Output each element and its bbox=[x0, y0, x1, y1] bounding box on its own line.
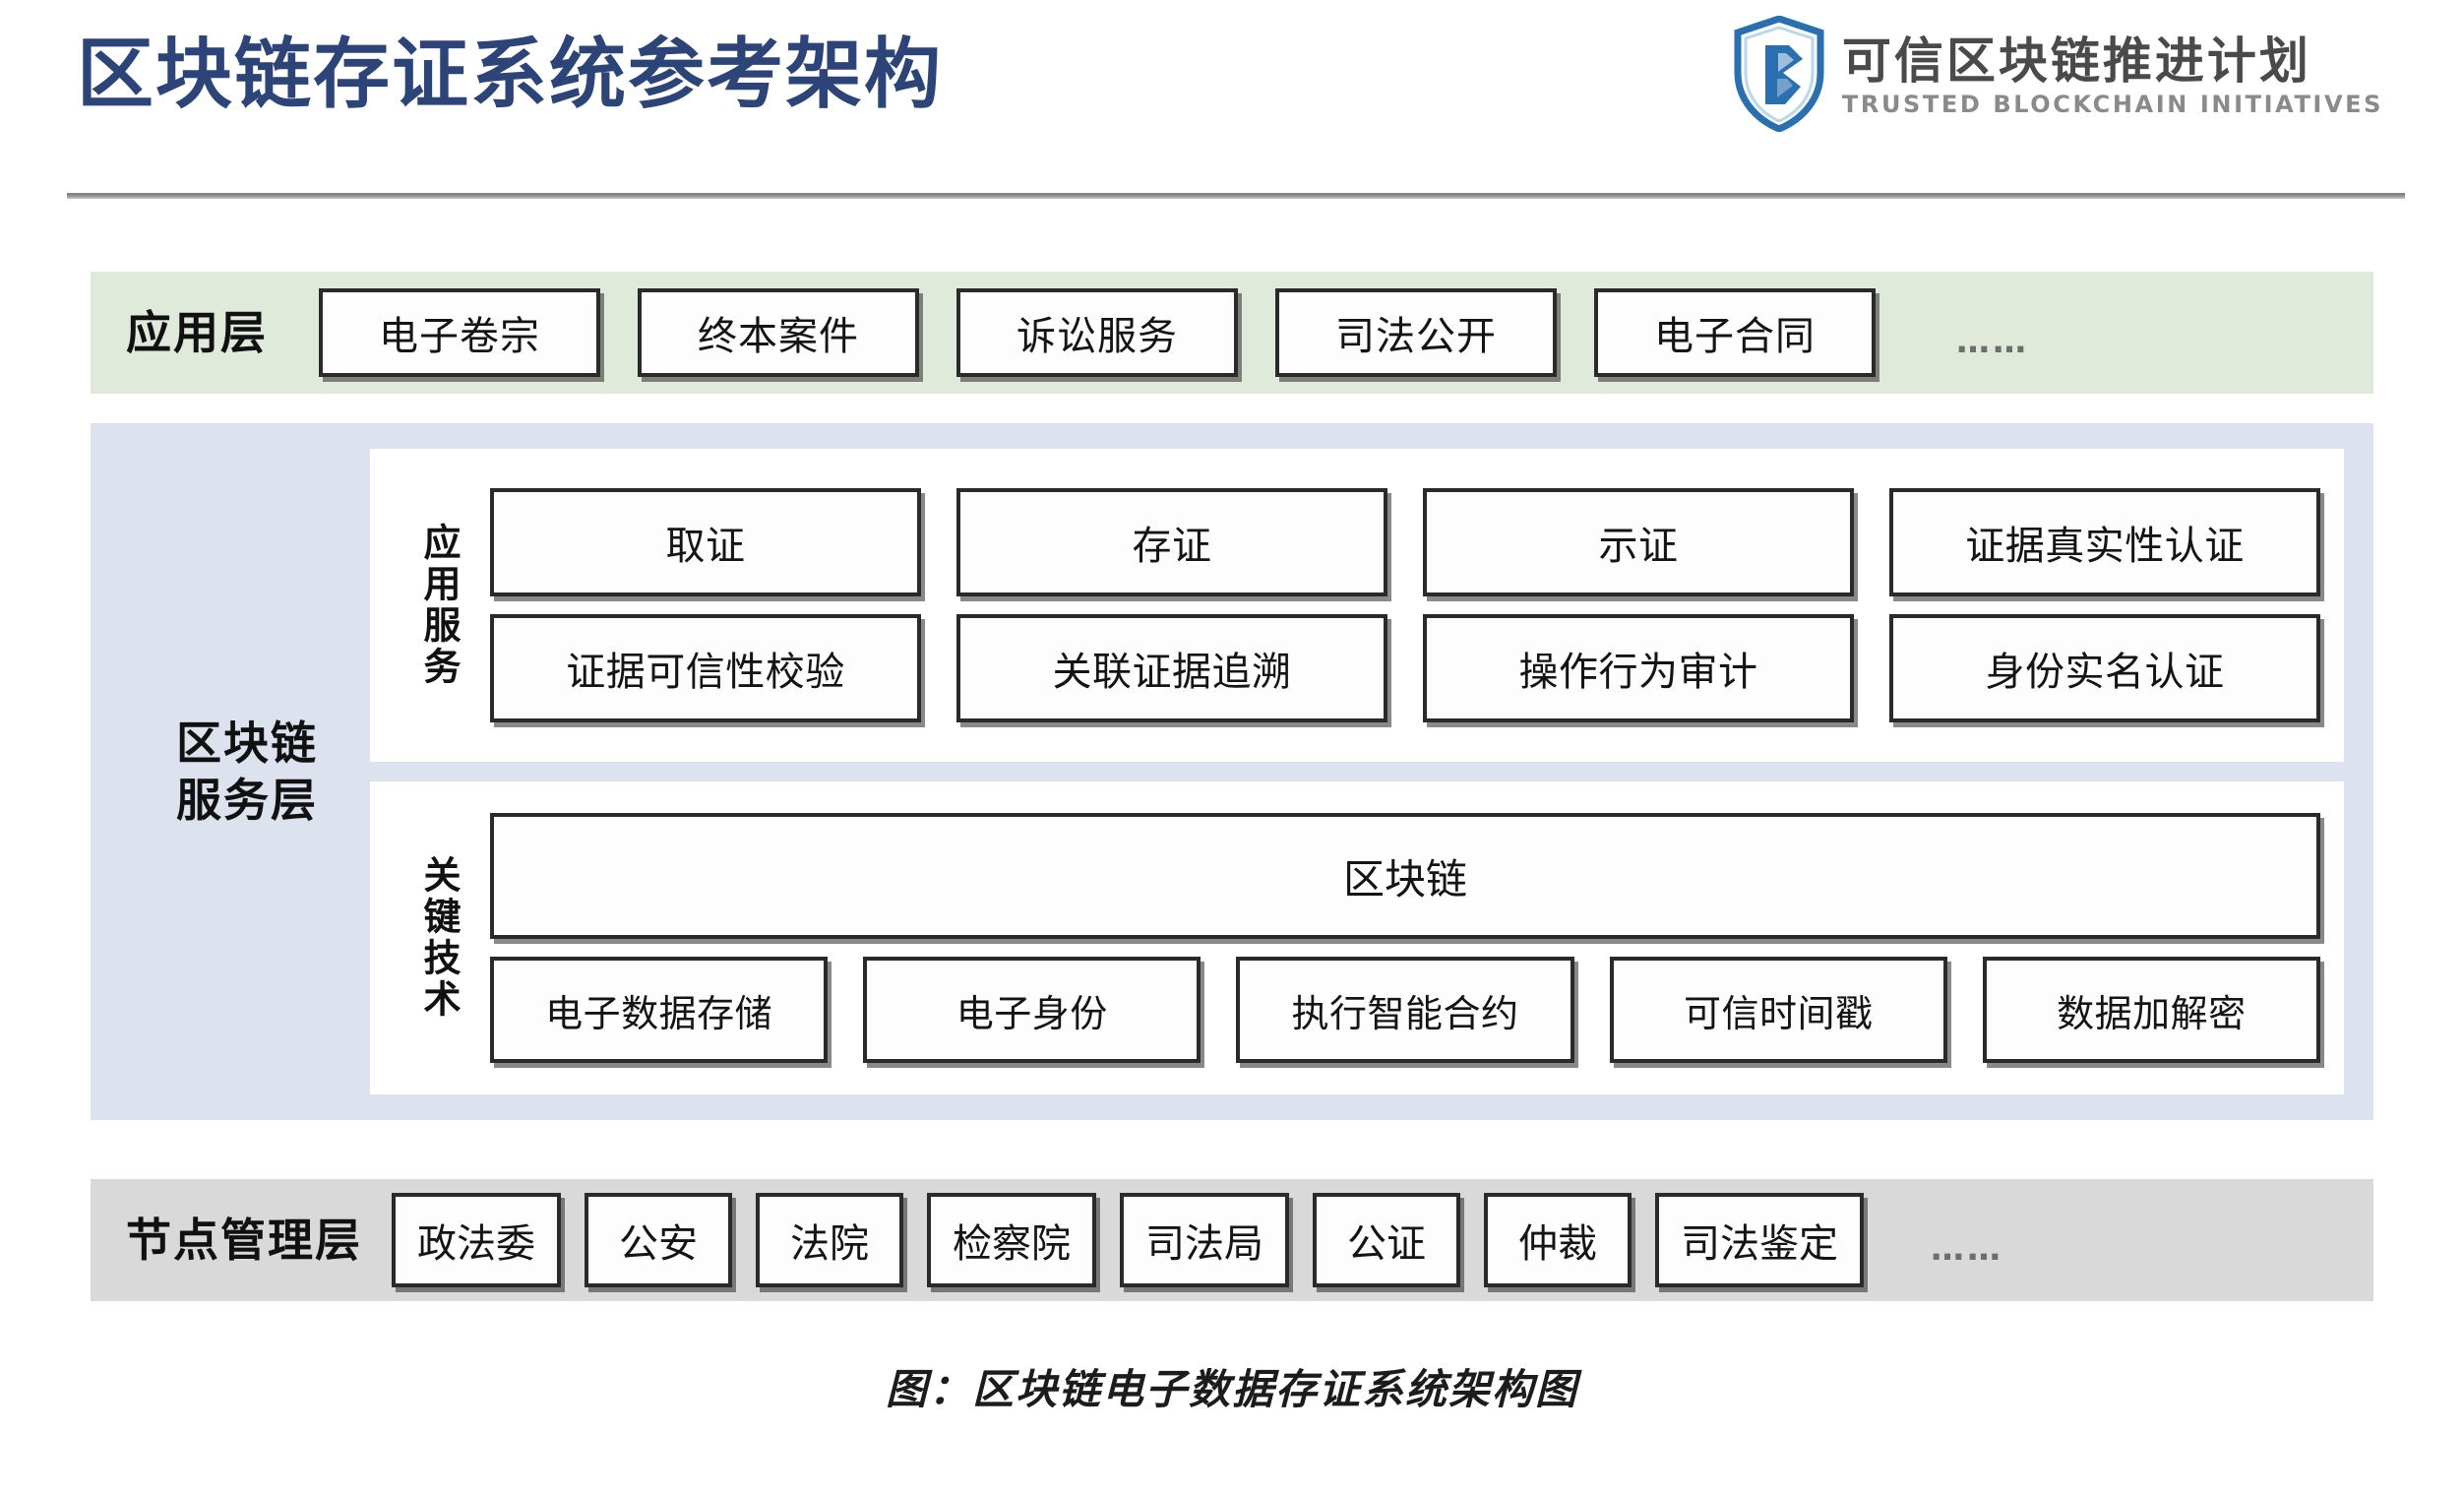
service-item-quzheng[interactable]: 取证 bbox=[490, 488, 921, 596]
node-item-sifajianding[interactable]: 司法鉴定 bbox=[1655, 1193, 1864, 1287]
brand-logo-text: 可信区块链推进计划 TRUSTED BLOCKCHAIN INITIATIVES bbox=[1842, 29, 2383, 119]
app-item-zhongbenanjian[interactable]: 终本案件 bbox=[638, 288, 919, 377]
service-item-shizheng[interactable]: 示证 bbox=[1423, 488, 1854, 596]
key-technology-row-1: 电子数据存储 电子身份 执行智能合约 可信时间戳 数据加解密 bbox=[490, 957, 2321, 1063]
brand-name-en: TRUSTED BLOCKCHAIN INITIATIVES bbox=[1841, 91, 2383, 118]
service-layer-label-text: 区块链 服务层 bbox=[176, 715, 318, 829]
service-layer-label: 区块链 服务层 bbox=[124, 449, 370, 1094]
node-management-layer-label: 节点管理层 bbox=[126, 1214, 362, 1267]
tech-item-blockchain[interactable]: 区块链 bbox=[490, 813, 2320, 939]
key-technology-body: 区块链 电子数据存储 电子身份 执行智能合约 可信时间戳 数据加解密 bbox=[490, 803, 2321, 1073]
application-services-body: 取证 存证 示证 证据真实性认证 证据可信性校验 关联证据追溯 操作行为审计 身… bbox=[490, 470, 2320, 740]
tech-item-zhixingzhinenghiyue[interactable]: 执行智能合约 bbox=[1236, 957, 1574, 1063]
node-item-jianchayuan[interactable]: 检察院 bbox=[927, 1193, 1096, 1287]
page-title: 区块链存证系统参考架构 bbox=[77, 31, 944, 119]
service-label-line2: 服务层 bbox=[176, 774, 318, 827]
service-label-line1: 区块链 bbox=[176, 717, 318, 770]
application-services-row-2: 证据可信性校验 关联证据追溯 操作行为审计 身份实名认证 bbox=[490, 614, 2320, 722]
node-item-zhengfawei[interactable]: 政法委 bbox=[392, 1193, 561, 1287]
application-services-row-1: 取证 存证 示证 证据真实性认证 bbox=[490, 488, 2320, 596]
application-layer-ellipsis: …… bbox=[1956, 322, 2029, 361]
service-layer-band: 区块链 服务层 应用服务 取证 存证 示证 证据真实性认证 证据可信性校验 bbox=[91, 423, 2373, 1120]
brand-name-cn: 可信区块链推进计划 bbox=[1841, 32, 2311, 90]
service-item-zhengjuzhenshixingrenzheng[interactable]: 证据真实性认证 bbox=[1889, 488, 2320, 596]
service-item-caozuoxingweishenji[interactable]: 操作行为审计 bbox=[1423, 614, 1854, 722]
application-services-panel: 应用服务 取证 存证 示证 证据真实性认证 证据可信性校验 关联证据追溯 操作行… bbox=[370, 449, 2344, 762]
application-services-vertical-label: 应用服务 bbox=[417, 523, 461, 688]
node-item-gongzheng[interactable]: 公证 bbox=[1313, 1193, 1460, 1287]
tech-item-dianzishenfen[interactable]: 电子身份 bbox=[863, 957, 1201, 1063]
app-item-sifagongkai[interactable]: 司法公开 bbox=[1275, 288, 1557, 377]
app-item-dianzijuanzong[interactable]: 电子卷宗 bbox=[319, 288, 600, 377]
tech-item-shujujiajiemi[interactable]: 数据加解密 bbox=[1982, 957, 2321, 1063]
shield-b-logo-icon bbox=[1732, 15, 1826, 133]
node-management-layer-ellipsis: …… bbox=[1931, 1229, 2003, 1269]
header-divider bbox=[67, 193, 2405, 199]
node-management-items: 政法委 公安 法院 检察院 司法局 公证 仲裁 司法鉴定 …… bbox=[392, 1193, 2003, 1287]
node-item-sifaju[interactable]: 司法局 bbox=[1120, 1193, 1289, 1287]
key-technology-panel: 关键技术 区块链 电子数据存储 电子身份 执行智能合约 可信时间戳 数据加解密 bbox=[370, 781, 2344, 1094]
node-item-gongan[interactable]: 公安 bbox=[585, 1193, 732, 1287]
service-item-shenfenshimingrenzheng[interactable]: 身份实名认证 bbox=[1889, 614, 2320, 722]
app-item-susongfuwu[interactable]: 诉讼服务 bbox=[956, 288, 1238, 377]
service-item-guanlianzhengjuzhuisu[interactable]: 关联证据追溯 bbox=[956, 614, 1387, 722]
application-layer-items: 电子卷宗 终本案件 诉讼服务 司法公开 电子合同 …… bbox=[319, 288, 2029, 377]
node-management-layer-band: 节点管理层 政法委 公安 法院 检察院 司法局 公证 仲裁 司法鉴定 …… bbox=[91, 1179, 2373, 1301]
tech-item-kexinshijianchuo[interactable]: 可信时间戳 bbox=[1609, 957, 1947, 1063]
node-item-zhongcai[interactable]: 仲裁 bbox=[1484, 1193, 1632, 1287]
node-item-fayuan[interactable]: 法院 bbox=[756, 1193, 903, 1287]
figure-caption: 图：区块链电子数据存证系统架构图 bbox=[885, 1365, 1578, 1413]
tech-item-dianzishujucunchu[interactable]: 电子数据存储 bbox=[490, 957, 829, 1063]
brand-logo: 可信区块链推进计划 TRUSTED BLOCKCHAIN INITIATIVES bbox=[1732, 15, 2383, 133]
application-layer-label: 应用层 bbox=[126, 306, 268, 359]
key-technology-vertical-label: 关键技术 bbox=[417, 855, 461, 1021]
service-item-cunzheng[interactable]: 存证 bbox=[956, 488, 1387, 596]
service-item-zhengjukexinxingjiaoyan[interactable]: 证据可信性校验 bbox=[490, 614, 921, 722]
application-layer-band: 应用层 电子卷宗 终本案件 诉讼服务 司法公开 电子合同 …… bbox=[91, 272, 2373, 394]
service-layer-panels: 应用服务 取证 存证 示证 证据真实性认证 证据可信性校验 关联证据追溯 操作行… bbox=[370, 449, 2344, 1094]
app-item-dianzihetong[interactable]: 电子合同 bbox=[1594, 288, 1876, 377]
page-header: 区块链存证系统参考架构 可信区块链推进计划 TRUSTED BLOCKCHAIN… bbox=[0, 0, 2464, 199]
